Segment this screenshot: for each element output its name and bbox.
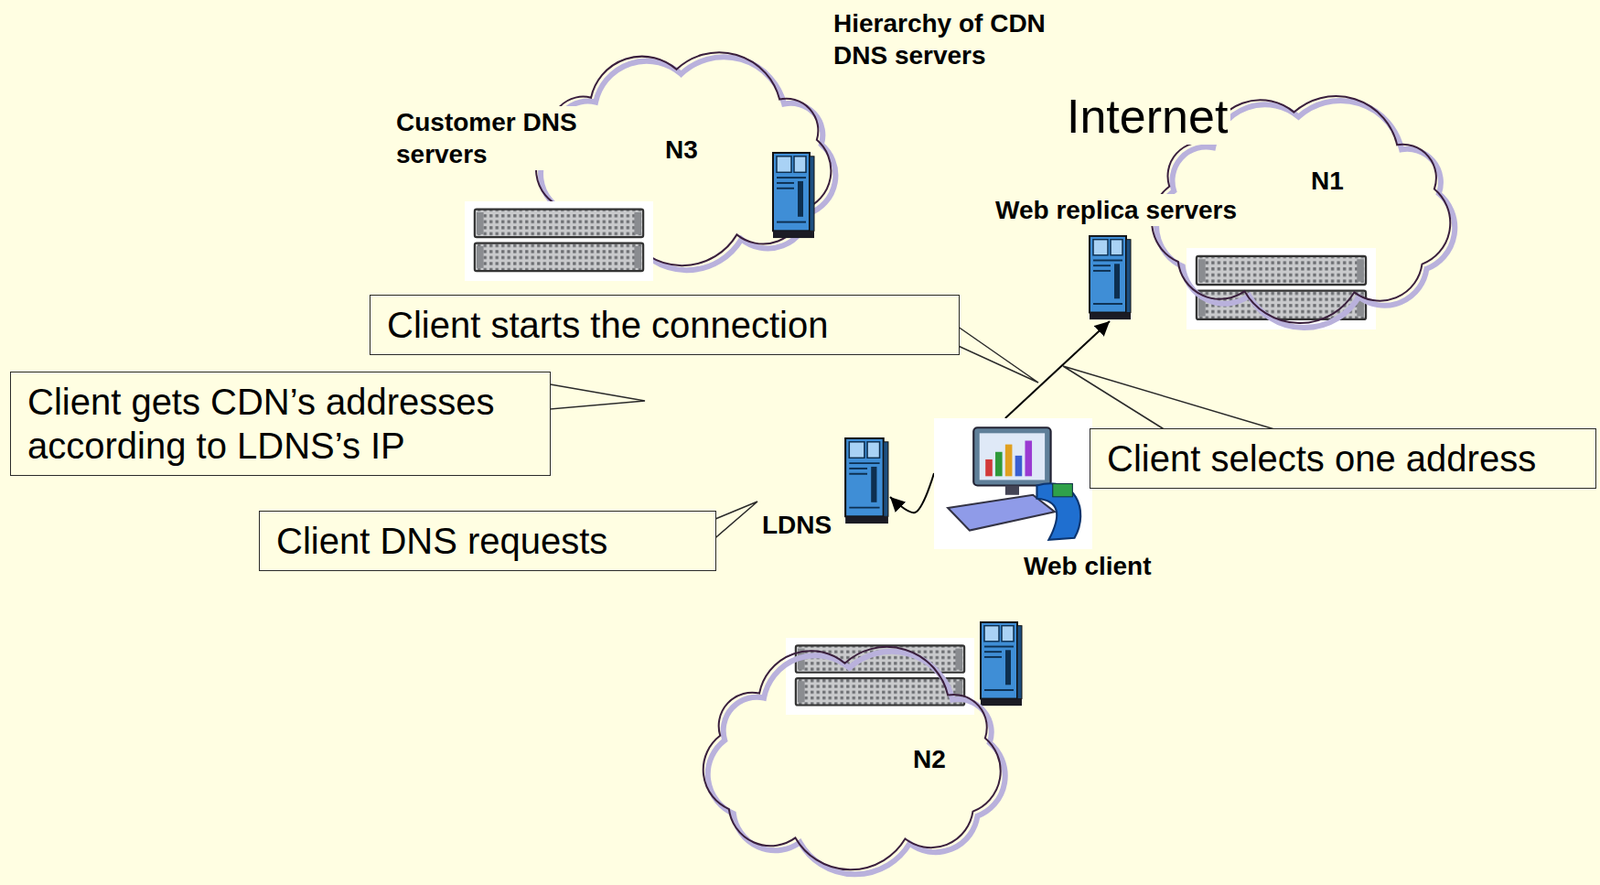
server-label: Hierarchy of CDN DNS servers (830, 7, 1074, 72)
network-cloud: Customer DNS serversHierarchy of CDN DNS… (504, 41, 863, 276)
callout-box: Client DNS requests (258, 510, 717, 571)
connector-arrow (890, 472, 935, 513)
server-rack (785, 637, 975, 715)
server-tower (842, 436, 891, 526)
cloud-label: N2 (910, 742, 949, 775)
callout-tail (539, 382, 645, 410)
server-tower (980, 622, 1022, 706)
network-cloud: N2 (673, 633, 1031, 882)
server-rack (464, 201, 654, 281)
server-label: Web client (1020, 549, 1155, 582)
callout-box: Client starts the connection (369, 294, 960, 355)
server-rack (1186, 247, 1376, 330)
web-client-icon: Web client (934, 418, 1093, 549)
server-tower: LDNS (842, 436, 891, 526)
callout-text: Client selects one address (1106, 436, 1579, 481)
callout-box: Client selects one address (1089, 428, 1597, 489)
callout-text: Client starts the connection (386, 302, 943, 347)
callout-text: Client DNS requests (276, 518, 699, 563)
cloud-label: N1 (1308, 164, 1347, 197)
server-tower: Web replica servers (1086, 234, 1133, 322)
callout-box: Client gets CDN’s addresses according to… (10, 371, 551, 476)
cloud-label: N3 (662, 133, 701, 166)
network-title: Internet (1063, 89, 1231, 145)
server-label: Web replica servers (992, 193, 1240, 226)
web-client-icon (934, 418, 1093, 549)
callout-text: Client gets CDN’s addresses according to… (27, 379, 534, 468)
server-tower (770, 150, 817, 240)
server-label: LDNS (759, 508, 835, 541)
server-rack: Customer DNS servers (464, 201, 654, 281)
server-label: Customer DNS servers (393, 106, 610, 171)
cloud-outline (673, 633, 1031, 882)
connector-arrow (1005, 321, 1110, 419)
server-tower: Hierarchy of CDN DNS servers (770, 150, 817, 240)
server-tower (1086, 234, 1133, 322)
network-cloud: Web replica serversInternetN1 (1122, 81, 1481, 337)
